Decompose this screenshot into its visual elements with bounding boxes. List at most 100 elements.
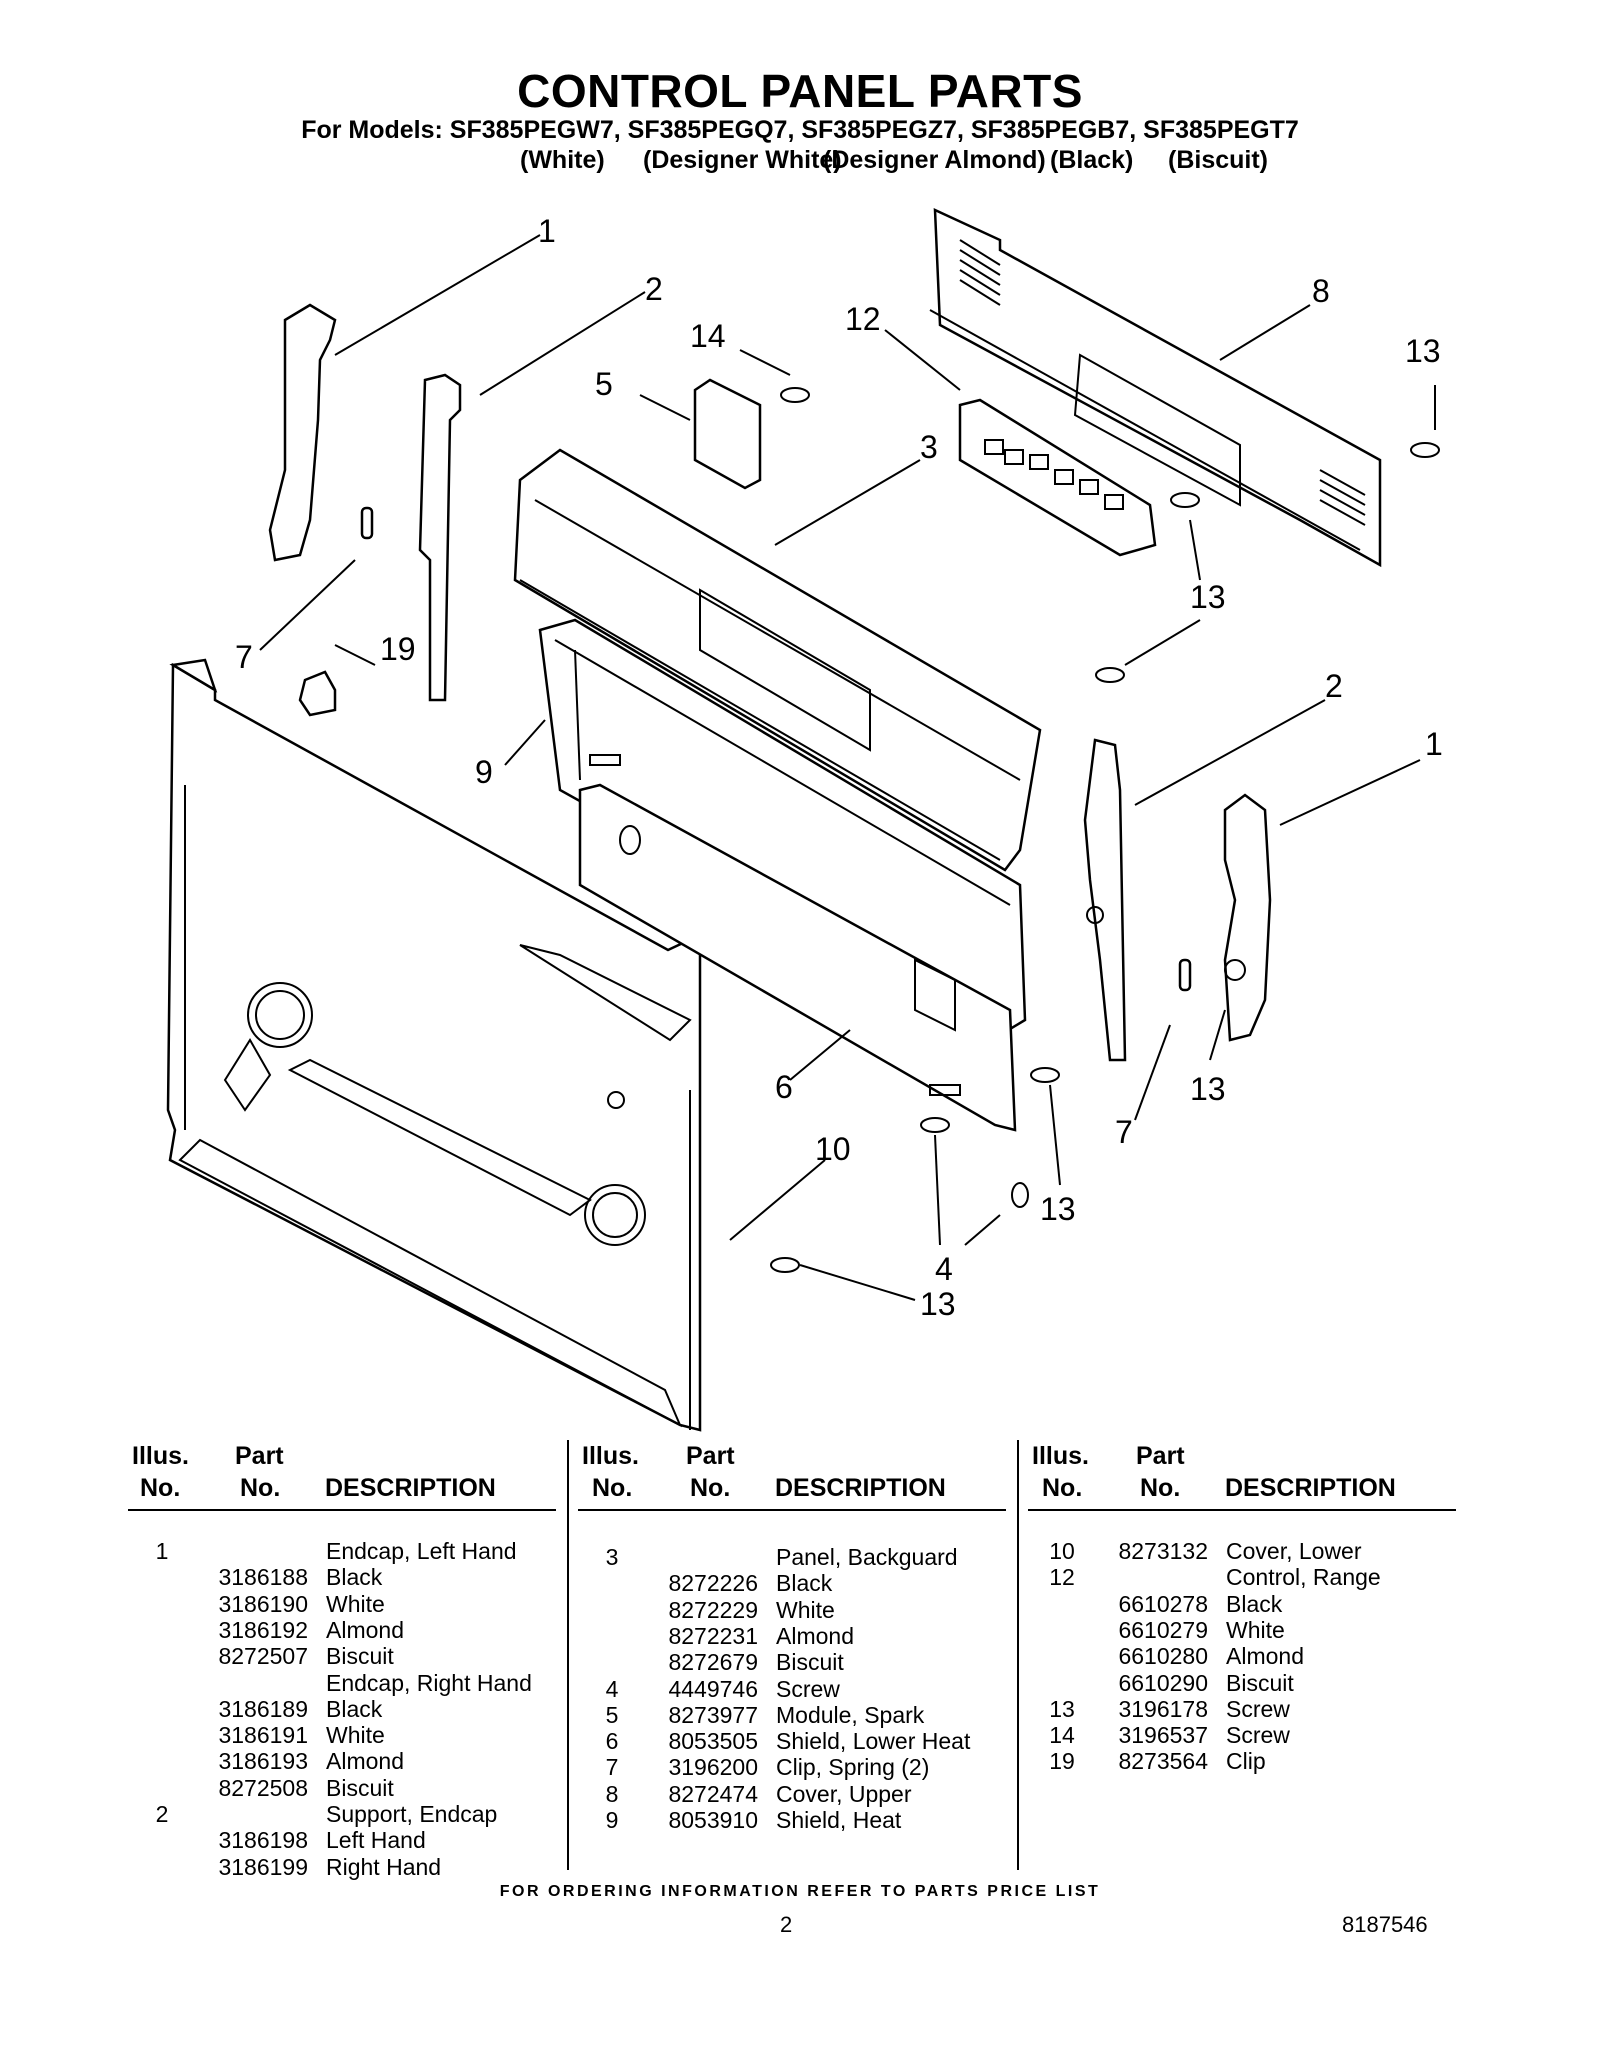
part-number: 6610290 [1118,1670,1208,1696]
part-header-col3: Part [1136,1442,1185,1470]
part-description: Screw [776,1676,840,1702]
part-number: 8053505 [668,1728,758,1754]
upper-cover-part [929,208,1382,568]
illus-number: 8 [605,1781,619,1807]
illus-number: 13 [1049,1696,1075,1722]
callout-2-left: 2 [645,271,663,307]
callout-19: 19 [380,631,416,667]
illus-number: 10 [1049,1538,1075,1564]
callout-7-right: 7 [1115,1114,1133,1150]
part-number: 3186198 [218,1827,308,1853]
callout-5: 5 [595,366,613,402]
part-header-col1: Part [235,1442,284,1470]
left-endcap-part [268,303,337,562]
callout-4: 4 [935,1251,953,1287]
page-number: 2 [780,1912,793,1937]
description-header-col2: DESCRIPTION [775,1474,946,1502]
page-title: CONTROL PANEL PARTS [517,65,1083,117]
callout-10: 10 [815,1131,851,1167]
callout-1-right: 1 [1425,726,1443,762]
part-description: Cover, Upper [776,1781,912,1807]
part-number: 8272679 [668,1649,758,1675]
part-number: 6610279 [1118,1617,1208,1643]
part-number: 8272508 [218,1775,308,1801]
header-rule-col3 [1028,1509,1456,1511]
part-description: Almond [776,1623,854,1649]
callout-12: 12 [845,301,881,337]
part-number: 8273132 [1118,1538,1208,1564]
part-description: Clip [1226,1748,1266,1774]
illus-number: 9 [605,1807,619,1833]
part-description: Biscuit [326,1775,394,1801]
callout-8: 8 [1312,273,1330,309]
part-number: 4449746 [668,1676,758,1702]
part-description: Almond [326,1617,404,1643]
part-description: Right Hand [326,1854,442,1880]
part-description: Module, Spark [776,1702,925,1728]
part-description: Shield, Heat [776,1807,902,1833]
color-label-designer-white: (Designer White) [643,146,842,174]
part-number: 8272474 [668,1781,758,1807]
callout-1-left: 1 [538,213,556,249]
left-support-part [418,373,462,702]
illus-number: 7 [605,1754,619,1780]
part-no-header-col3: No. [1140,1474,1181,1502]
right-endcap-part [1223,793,1272,1042]
part-no-header-col1: No. [240,1474,281,1502]
color-label-white: (White) [520,146,605,174]
part-description: Endcap, Right Hand [326,1670,532,1696]
part-number: 6610278 [1118,1591,1208,1617]
part-number: 6610280 [1118,1643,1208,1669]
heat-shield-part [538,618,1027,1037]
part-description: Almond [326,1748,404,1774]
part-number: 8272507 [218,1643,308,1669]
illus-no-header-col1: No. [140,1474,181,1502]
illus-number: 3 [605,1544,619,1570]
illus-number: 6 [605,1728,619,1754]
part-description: Biscuit [776,1649,844,1675]
part-number: 3186191 [218,1722,308,1748]
part-description: Black [326,1564,383,1590]
leader-lines [259,234,1436,1301]
left-clip-part [360,506,374,540]
screw-parts [770,387,1440,1273]
part-description: Black [1226,1591,1283,1617]
column-divider-2 [1017,1440,1019,1870]
callout-13-control: 13 [1190,579,1226,615]
illus-no-header-col2: No. [592,1474,633,1502]
callout-2-right: 2 [1325,668,1343,704]
part-number: 8053910 [668,1807,758,1833]
range-control-part [958,398,1157,557]
right-support-part [1083,738,1127,1062]
color-label-biscuit: (Biscuit) [1168,146,1268,174]
clip-19-part [298,670,337,717]
part-number: 3186192 [218,1617,308,1643]
callout-9: 9 [475,754,493,790]
part-description: Support, Endcap [326,1801,498,1827]
illus-header-col1: Illus. [132,1442,189,1470]
callout-13-lower: 13 [1040,1191,1076,1227]
part-number: 3196200 [668,1754,758,1780]
illus-number: 19 [1049,1748,1075,1774]
illus-number: 12 [1049,1564,1075,1590]
part-description: Screw [1226,1722,1290,1748]
part-no-header-col2: No. [690,1474,731,1502]
part-number: 3196537 [1118,1722,1208,1748]
header-rule-col1 [128,1509,556,1511]
part-number: 8272229 [668,1597,758,1623]
ordering-footer: FOR ORDERING INFORMATION REFER TO PARTS … [499,1883,1101,1900]
part-number: 8272226 [668,1570,758,1596]
illus-number: 14 [1049,1722,1075,1748]
callout-3: 3 [920,429,938,465]
part-number: 3186189 [218,1696,308,1722]
part-description: White [1226,1617,1285,1643]
illus-header-col2: Illus. [582,1442,639,1470]
part-number: 3196178 [1118,1696,1208,1722]
part-number: 8273564 [1118,1748,1208,1774]
part-description: Biscuit [1226,1670,1294,1696]
part-description: Control, Range [1226,1564,1381,1590]
part-header-col2: Part [686,1442,735,1470]
spark-module-part [693,378,762,490]
illus-number: 5 [605,1702,619,1728]
part-number: 3186199 [218,1854,308,1880]
